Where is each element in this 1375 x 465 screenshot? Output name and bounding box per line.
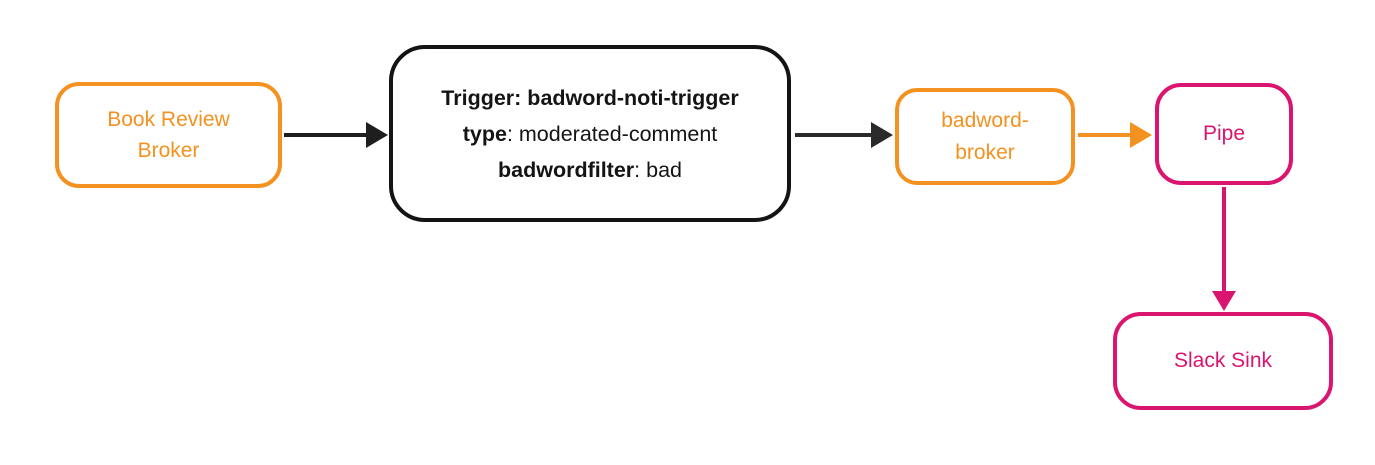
node-book-review-broker: Book Review Broker [55, 82, 282, 188]
node-pipe: Pipe [1155, 83, 1293, 185]
trigger-line-filter: badwordfilter: bad [498, 157, 682, 182]
trigger-line-name: Trigger: badword-noti-trigger [441, 85, 739, 110]
arrow-broker-to-trigger [284, 133, 370, 137]
arrowhead-broker-to-trigger [366, 122, 388, 148]
arrow-pipe-to-slack-sink [1222, 187, 1226, 293]
arrow-trigger-to-badword-broker [795, 133, 873, 137]
arrowhead-trigger-to-badword-broker [871, 122, 893, 148]
node-trigger: Trigger: badword-noti-trigger type: mode… [389, 45, 791, 222]
arrow-badword-broker-to-pipe [1078, 133, 1132, 137]
node-slack-sink: Slack Sink [1113, 312, 1333, 410]
trigger-line-type: type: moderated-comment [462, 121, 718, 146]
arrowhead-badword-broker-to-pipe [1130, 122, 1152, 148]
node-badword-broker: badword- broker [895, 88, 1075, 185]
arrowhead-pipe-to-slack-sink [1212, 291, 1236, 311]
